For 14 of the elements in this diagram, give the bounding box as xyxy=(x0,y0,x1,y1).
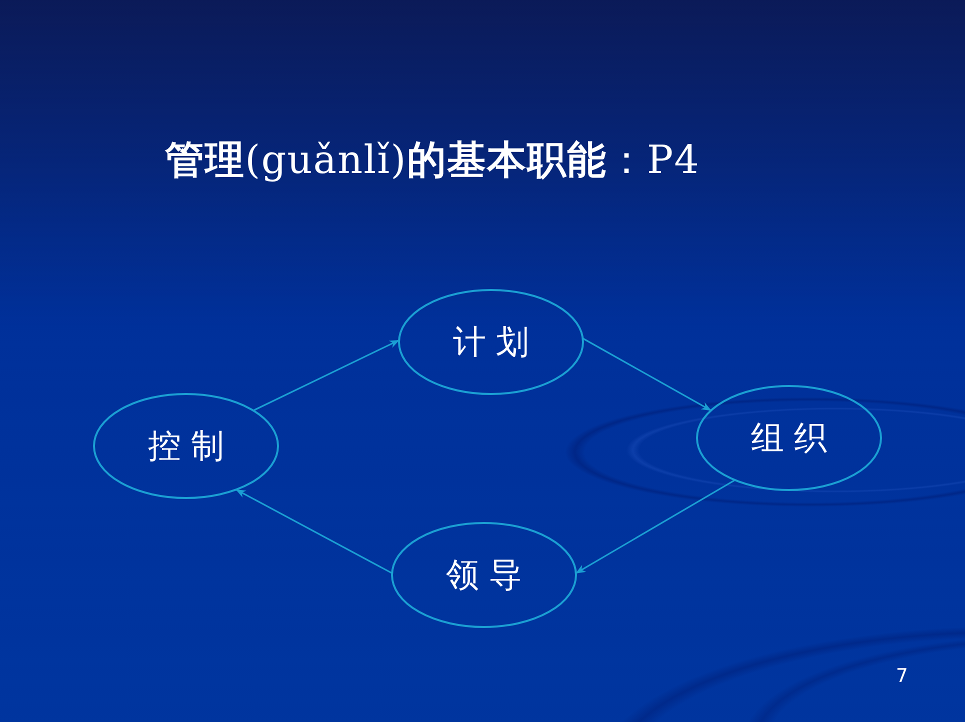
arrow xyxy=(576,479,736,574)
function-ellipse xyxy=(696,385,882,491)
function-ellipse xyxy=(398,289,584,395)
node-label: 控 制 xyxy=(148,426,224,466)
arrow xyxy=(252,339,400,412)
function-ellipse xyxy=(93,393,279,499)
function-ellipse xyxy=(391,522,577,628)
node-label: 领 导 xyxy=(446,555,522,595)
arrow xyxy=(236,488,392,574)
slide-number: 7 xyxy=(896,664,908,688)
node-label: 计 划 xyxy=(452,322,530,362)
slide-title: 管理(guǎnlǐ)的基本职能：P4 xyxy=(165,136,700,185)
node-label: 组 织 xyxy=(750,418,828,458)
arrow xyxy=(582,338,712,412)
